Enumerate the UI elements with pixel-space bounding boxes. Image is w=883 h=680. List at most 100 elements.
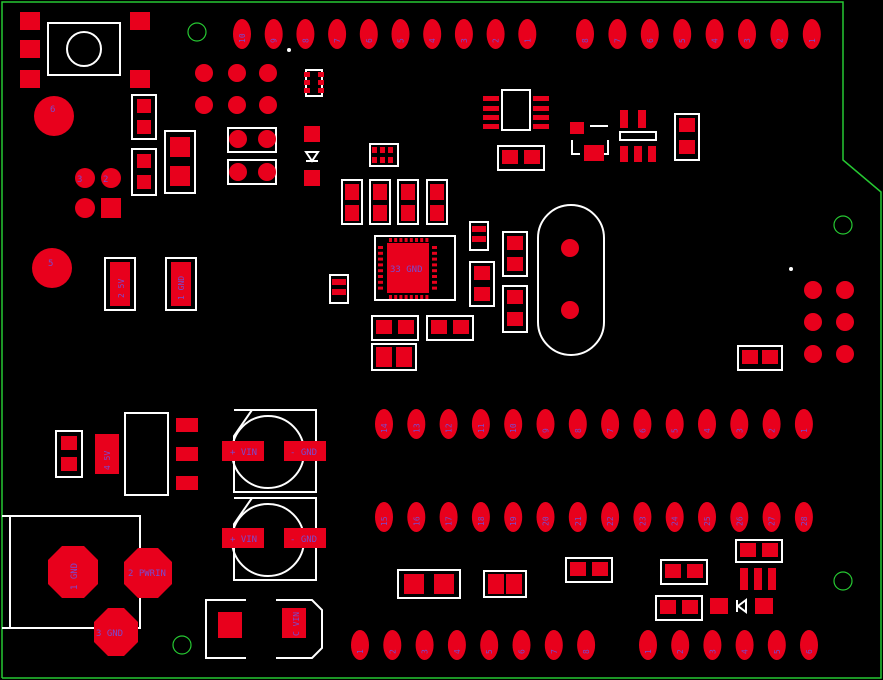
voltage-regulator: 4 5V bbox=[55, 412, 198, 496]
icsp-pads bbox=[195, 64, 277, 185]
header-pin-label: 9 bbox=[542, 428, 551, 433]
header-pin-label: 13 bbox=[412, 423, 421, 433]
header-pin bbox=[802, 19, 821, 49]
header-pin-label: 19 bbox=[509, 516, 518, 526]
qfn-pin bbox=[409, 295, 413, 299]
res-2-label: 1 GND bbox=[177, 276, 186, 300]
header-pin-label: 2 bbox=[768, 428, 777, 433]
header-pin bbox=[794, 502, 813, 532]
qfn-pin bbox=[378, 286, 383, 290]
mounting-hole bbox=[172, 635, 192, 655]
header-pin bbox=[375, 409, 393, 439]
qfn-pin bbox=[415, 238, 418, 242]
main-ic-qfn: 33 GND bbox=[374, 235, 456, 301]
header-pin bbox=[576, 19, 594, 49]
header-pin bbox=[480, 630, 499, 660]
resistor-network-top bbox=[304, 69, 324, 97]
smd-small-top bbox=[369, 143, 399, 167]
header-pin-label: 5 bbox=[671, 428, 680, 433]
header-pin-label: 3 bbox=[708, 649, 717, 654]
header-pin-label: 2 bbox=[388, 649, 397, 654]
qfn-pin bbox=[432, 251, 437, 255]
header-pin-label: 2 bbox=[676, 649, 685, 654]
cap2-minus-label: - GND bbox=[290, 535, 317, 545]
header-pin-label: 7 bbox=[606, 428, 615, 433]
qfn-pin bbox=[389, 295, 392, 299]
pad-5-label: 5 bbox=[48, 259, 53, 269]
header-pin bbox=[735, 630, 754, 660]
header-pin bbox=[518, 19, 537, 49]
header-pin-label: 3 bbox=[421, 649, 430, 654]
jack-1-label: 1 GND bbox=[70, 563, 80, 590]
qfn-pin bbox=[432, 280, 437, 284]
header-pin bbox=[671, 630, 690, 660]
qfn-pin bbox=[432, 263, 437, 267]
crystal-oscillator bbox=[537, 204, 605, 356]
header-pin-label: 8 bbox=[581, 38, 590, 43]
header-pin-label: 8 bbox=[301, 38, 310, 43]
jack-2-label: 2 PWRIN bbox=[128, 569, 166, 579]
header-pin bbox=[800, 630, 818, 660]
header-pin-label: 25 bbox=[703, 516, 712, 526]
header-pin bbox=[601, 502, 620, 532]
qfn-pin bbox=[389, 238, 392, 242]
header-pin bbox=[264, 19, 283, 49]
qfn-pin bbox=[432, 257, 437, 261]
header-pin bbox=[608, 19, 627, 49]
qfn-pin bbox=[432, 286, 437, 290]
header-pin bbox=[423, 19, 442, 49]
header-pin-label: 5 bbox=[773, 649, 782, 654]
header-pin-label: 10 bbox=[509, 423, 518, 433]
header-pin bbox=[568, 409, 587, 439]
mounting-hole bbox=[187, 22, 207, 42]
smd-near-ic bbox=[329, 221, 528, 371]
small-pads: 3 2 bbox=[75, 168, 121, 218]
header-pin bbox=[536, 502, 555, 532]
header-pin-label: 5 bbox=[485, 649, 494, 654]
electrolytic-cap-1: + VIN - GND bbox=[222, 409, 326, 493]
ic-center-label: 33 GND bbox=[390, 265, 423, 275]
header-pin-label: 26 bbox=[735, 516, 744, 526]
resistor-left-1: 2 5V bbox=[104, 257, 136, 311]
qfn-pin bbox=[378, 251, 383, 255]
header-pin-label: 14 bbox=[380, 423, 389, 433]
header-pin-label: 5 bbox=[678, 38, 687, 43]
sot-top-right bbox=[570, 110, 700, 162]
header-pin bbox=[767, 630, 786, 660]
res-1-label: 2 5V bbox=[117, 279, 126, 298]
fiducial-dot bbox=[789, 267, 793, 271]
header-pin-label: 1 bbox=[356, 649, 365, 654]
soic-top bbox=[483, 89, 549, 171]
header-pin-label: 1 bbox=[523, 38, 532, 43]
header-pin bbox=[454, 19, 473, 49]
header-pin-label: 6 bbox=[518, 649, 527, 654]
qfn-pin bbox=[378, 280, 383, 284]
smd-cluster-left bbox=[131, 94, 196, 196]
vout-pad-label: C VIN bbox=[292, 612, 301, 636]
header-pin-label: 10 bbox=[238, 33, 247, 43]
reg-tab-label: 4 5V bbox=[103, 451, 112, 470]
header-pin-label: 4 bbox=[703, 428, 712, 433]
header-pin bbox=[391, 19, 410, 49]
header-pin-label: 4 bbox=[453, 649, 462, 654]
header-pin-label: 3 bbox=[743, 38, 752, 43]
jack-3-label: 3 GND bbox=[96, 629, 123, 639]
header-pin bbox=[698, 409, 716, 439]
header-pin-label: 12 bbox=[445, 423, 454, 433]
mounting-hole bbox=[833, 215, 853, 235]
qfn-pin bbox=[404, 238, 408, 242]
header-pin-label: 1 bbox=[808, 38, 817, 43]
qfn-pin bbox=[432, 275, 437, 278]
header-pin-label: 28 bbox=[800, 516, 809, 526]
header-pin-label: 3 bbox=[735, 428, 744, 433]
qfn-pin bbox=[399, 238, 403, 242]
cap1-minus-label: - GND bbox=[290, 448, 317, 458]
qfn-pin bbox=[394, 295, 398, 299]
header-pin-label: 18 bbox=[477, 516, 486, 526]
